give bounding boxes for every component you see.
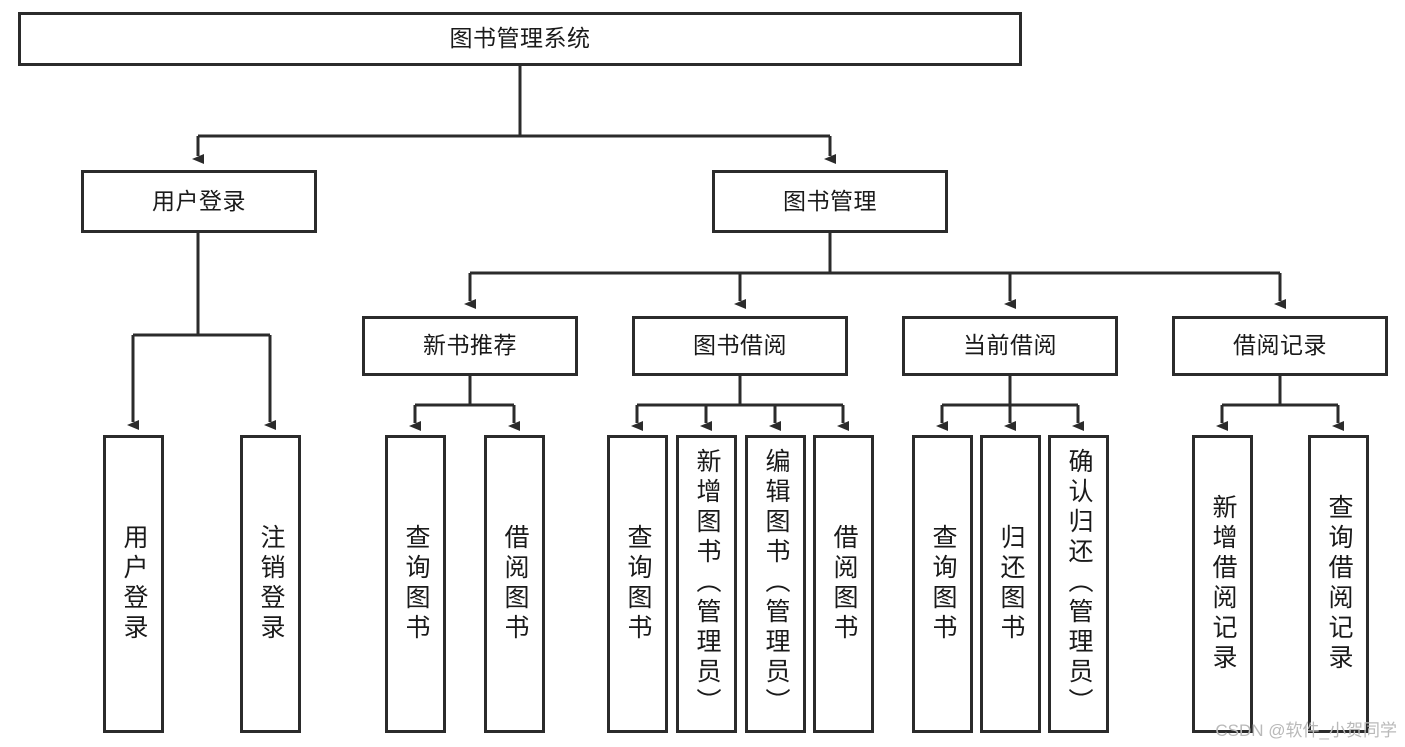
node-leaf-query-books-new[interactable]: 查询图书 bbox=[385, 435, 446, 733]
node-label: 图书管理 bbox=[783, 187, 877, 214]
node-leaf-edit-book-admin[interactable]: 编辑图书（管理员） bbox=[745, 435, 806, 733]
node-label: 图书借阅 bbox=[693, 332, 787, 359]
node-leaf-confirm-return-admin[interactable]: 确认归还（管理员） bbox=[1048, 435, 1109, 733]
node-label: 用户登录 bbox=[152, 187, 246, 214]
node-leaf-logout[interactable]: 注销登录 bbox=[240, 435, 301, 733]
node-leaf-borrow-books[interactable]: 借阅图书 bbox=[813, 435, 874, 733]
node-new-book-recommendation[interactable]: 新书推荐 bbox=[362, 316, 578, 376]
node-label: 新增借阅记录 bbox=[1209, 494, 1237, 674]
node-label: 图书管理系统 bbox=[449, 25, 591, 52]
node-leaf-add-book-admin[interactable]: 新增图书（管理员） bbox=[676, 435, 737, 733]
node-leaf-return-books[interactable]: 归还图书 bbox=[980, 435, 1041, 733]
node-current-borrowing[interactable]: 当前借阅 bbox=[902, 316, 1118, 376]
node-book-borrowing[interactable]: 图书借阅 bbox=[632, 316, 848, 376]
node-label: 查询图书 bbox=[402, 524, 430, 644]
node-label: 确认归还（管理员） bbox=[1065, 448, 1093, 718]
node-label: 编辑图书（管理员） bbox=[762, 448, 790, 718]
node-label: 查询图书 bbox=[624, 524, 652, 644]
node-leaf-query-books-borrow[interactable]: 查询图书 bbox=[607, 435, 668, 733]
node-label: 查询图书 bbox=[929, 524, 957, 644]
node-label: 注销登录 bbox=[257, 524, 285, 644]
node-book-management[interactable]: 图书管理 bbox=[712, 170, 948, 233]
node-root-book-management-system[interactable]: 图书管理系统 bbox=[18, 12, 1022, 66]
node-label: 借阅图书 bbox=[830, 524, 858, 644]
node-label: 查询借阅记录 bbox=[1325, 494, 1353, 674]
node-label: 归还图书 bbox=[997, 524, 1025, 644]
node-leaf-borrow-books-new[interactable]: 借阅图书 bbox=[484, 435, 545, 733]
node-borrowing-record[interactable]: 借阅记录 bbox=[1172, 316, 1388, 376]
node-leaf-query-borrow-record[interactable]: 查询借阅记录 bbox=[1308, 435, 1369, 733]
node-label: 借阅记录 bbox=[1233, 332, 1327, 359]
node-label: 新增图书（管理员） bbox=[693, 448, 721, 718]
node-leaf-user-login[interactable]: 用户登录 bbox=[103, 435, 164, 733]
node-user-login[interactable]: 用户登录 bbox=[81, 170, 317, 233]
node-leaf-query-books-current[interactable]: 查询图书 bbox=[912, 435, 973, 733]
node-label: 用户登录 bbox=[120, 524, 148, 644]
node-label: 借阅图书 bbox=[501, 524, 529, 644]
node-label: 当前借阅 bbox=[963, 332, 1057, 359]
node-leaf-add-borrow-record[interactable]: 新增借阅记录 bbox=[1192, 435, 1253, 733]
node-label: 新书推荐 bbox=[423, 332, 517, 359]
